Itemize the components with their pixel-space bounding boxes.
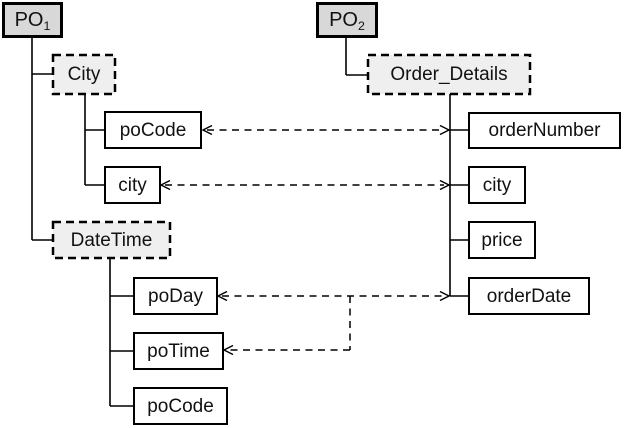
node-datetime-category-label: DateTime (70, 229, 153, 251)
node-city-leaf-left: city (104, 166, 161, 204)
node-po2-root: PO2 (316, 2, 378, 38)
node-poday: poDay (133, 277, 218, 315)
node-order-details-category: Order_Details (368, 55, 530, 94)
datetime-category-box-outline (51, 220, 172, 260)
node-city-category: City (53, 55, 115, 94)
arrowhead-left-poday (216, 290, 228, 302)
node-ordernumber: orderNumber (468, 112, 621, 149)
arrowhead-left-city (159, 179, 171, 191)
node-potime-label: poTime (147, 340, 210, 362)
node-po1-root: PO1 (2, 2, 63, 38)
arrowhead-right-orderdate (439, 290, 451, 302)
node-potime: poTime (133, 332, 224, 370)
node-datetime-category: DateTime (53, 222, 170, 258)
node-pocode-datetime: poCode (133, 387, 228, 425)
node-pocode-datetime-label: poCode (147, 395, 214, 417)
node-pocode-city: poCode (104, 111, 202, 149)
node-orderdate: orderDate (468, 277, 590, 315)
node-city-leaf-left-label: city (118, 174, 147, 196)
node-city-category-label: City (67, 64, 101, 85)
node-city-leaf-right-label: city (482, 174, 512, 196)
arrowhead-right-city2 (439, 179, 451, 191)
node-ordernumber-label: orderNumber (488, 120, 601, 141)
node-po1-label: PO1 (14, 9, 51, 33)
arrowhead-left-potime (222, 344, 234, 356)
arrowhead-right-ordernumber (439, 124, 451, 136)
arrowhead-left-pocode (201, 124, 213, 136)
node-pocode-city-label: poCode (119, 119, 187, 141)
node-po2-label: PO2 (329, 9, 365, 33)
node-price-label: price (481, 229, 523, 251)
node-poday-label: poDay (148, 285, 203, 307)
node-city-leaf-right: city (468, 166, 526, 204)
node-price: price (468, 221, 536, 259)
node-po1-subscript: 1 (43, 18, 51, 33)
node-po2-subscript: 2 (358, 18, 365, 33)
node-orderdate-label: orderDate (486, 285, 572, 307)
node-order-details-label: Order_Details (390, 64, 508, 85)
